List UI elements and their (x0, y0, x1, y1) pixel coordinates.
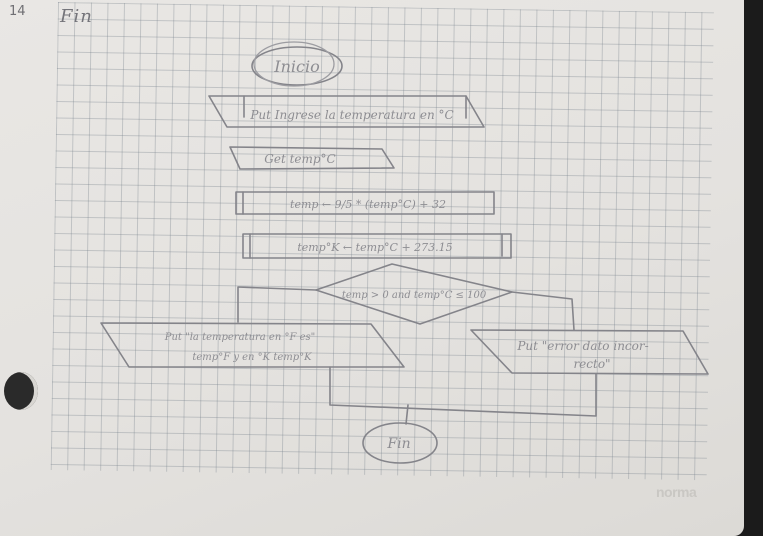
output-ok-line2: temp°F y en °K temp°K (192, 352, 312, 363)
kelvin-process-box: temp°K ← temp°C + 273.15 (242, 233, 512, 259)
brand-watermark: norma (656, 484, 697, 500)
flowchart: Inicio Put Ingrese la temperatura en °C … (100, 41, 709, 464)
output-ok-line1: Put "la temperatura en °F es" (164, 332, 315, 343)
decision-diamond: temp > 0 and temp°C ≤ 100 (315, 263, 513, 325)
output-error-line1: Put "error dato incor- (516, 339, 648, 353)
read-label: Get temp°C (264, 152, 336, 166)
output-error-line2: recto" (573, 357, 610, 371)
merge-connectors (329, 366, 597, 425)
decision-label: temp > 0 and temp°C ≤ 100 (342, 290, 487, 301)
kelvin-label: temp°K ← temp°C + 273.15 (297, 241, 452, 254)
end-label: Fin (386, 436, 410, 452)
input-prompt-label: Put Ingrese la temperatura en °C (249, 108, 453, 122)
read-box: Get temp°C (229, 146, 395, 170)
notebook-page: 14 Fin norma Inicio Put Ingrese la tempe… (0, 0, 744, 536)
branch-connectors (237, 286, 575, 331)
input-prompt-box: Put Ingrese la temperatura en °C (208, 95, 485, 128)
start-label: Inicio (273, 57, 319, 76)
convert-process-box: temp ← 9/5 * (temp°C) + 32 (235, 191, 495, 215)
output-error-box: Put "error dato incor- recto" (470, 329, 709, 375)
start-terminator: Inicio (251, 41, 343, 87)
convert-label: temp ← 9/5 * (temp°C) + 32 (290, 198, 446, 211)
page-heading: Fin (60, 6, 93, 27)
binder-hole (4, 372, 38, 410)
page-number: 14 (9, 4, 26, 19)
output-ok-box: Put "la temperatura en °F es" temp°F y e… (100, 322, 405, 368)
end-terminator: Fin (362, 422, 438, 464)
